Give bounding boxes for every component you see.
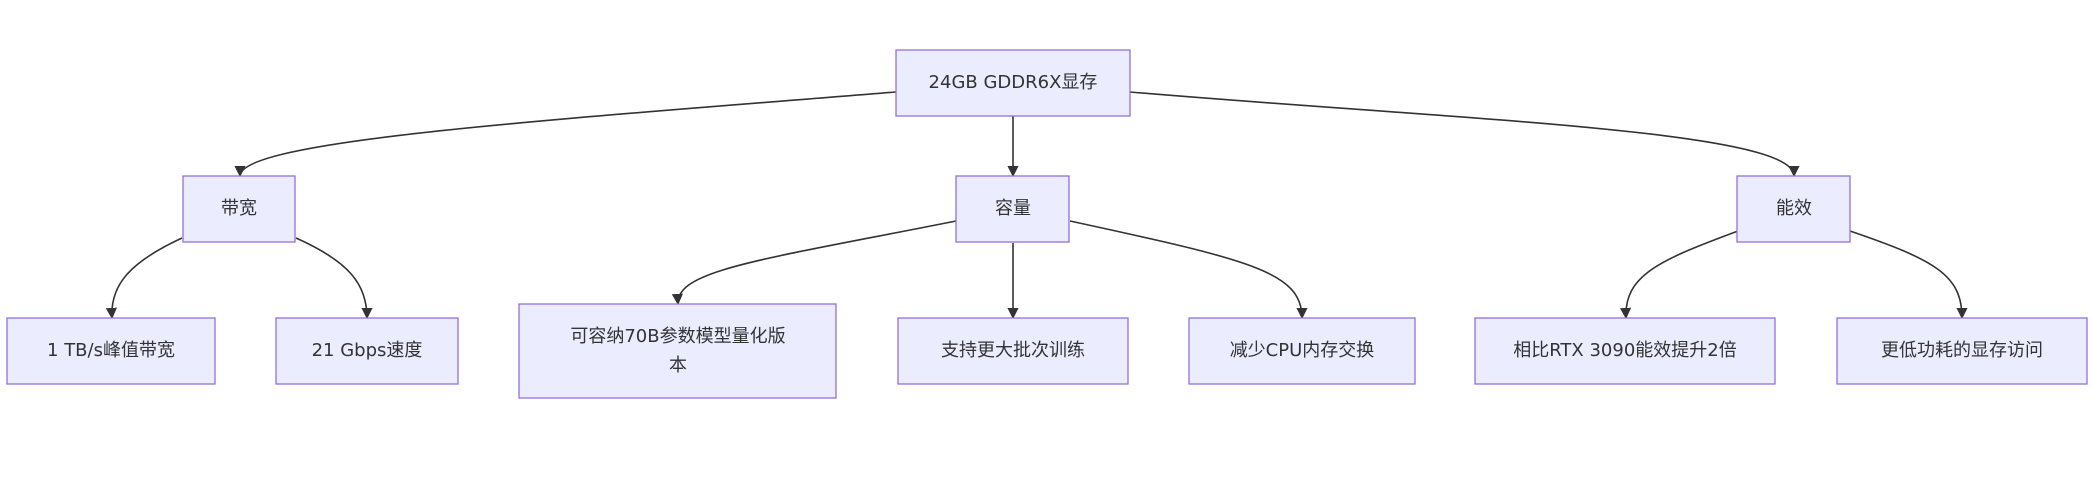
node-root[interactable]: 24GB GDDR6X显存 [895,49,1131,117]
node-c3[interactable]: 减少CPU内存交换 [1188,317,1416,385]
node-e1[interactable]: 相比RTX 3090能效提升2倍 [1474,317,1776,385]
node-efficiency-label: 能效 [1776,198,1812,219]
node-root-label: 24GB GDDR6X显存 [929,72,1098,93]
edge-bandwidth-b2 [295,237,373,320]
node-b2[interactable]: 21 Gbps速度 [275,317,459,385]
node-c2-label: 支持更大批次训练 [941,340,1085,361]
edge-capacity-c3 [1069,220,1308,320]
edge-efficiency-e1 [1619,230,1739,320]
edge-root-bandwidth [234,91,897,178]
node-e2-label: 更低功耗的显存访问 [1881,340,2043,361]
edge-bandwidth-b1 [105,237,183,320]
edges [105,91,1968,320]
edge-efficiency-e2 [1849,230,1968,320]
node-capacity-label: 容量 [995,198,1031,219]
node-c3-label: 减少CPU内存交换 [1230,340,1375,361]
node-bandwidth-label: 带宽 [221,198,257,219]
edge-capacity-c1 [671,220,957,306]
node-b1[interactable]: 1 TB/s峰值带宽 [6,317,216,385]
node-capacity[interactable]: 容量 [955,175,1070,243]
node-b2-label: 21 Gbps速度 [312,340,423,361]
node-c1-label-line1: 可容纳70B参数模型量化版 [570,326,785,347]
node-b1-label: 1 TB/s峰值带宽 [47,340,175,361]
node-efficiency[interactable]: 能效 [1736,175,1851,243]
node-e1-label: 相比RTX 3090能效提升2倍 [1513,340,1737,361]
edge-root-efficiency [1129,91,1800,178]
node-c1-label-line2: 本 [669,355,687,376]
node-c1[interactable]: 可容纳70B参数模型量化版 本 [518,303,837,399]
node-c2[interactable]: 支持更大批次训练 [897,317,1129,385]
node-e2[interactable]: 更低功耗的显存访问 [1836,317,2088,385]
node-bandwidth[interactable]: 带宽 [182,175,296,243]
